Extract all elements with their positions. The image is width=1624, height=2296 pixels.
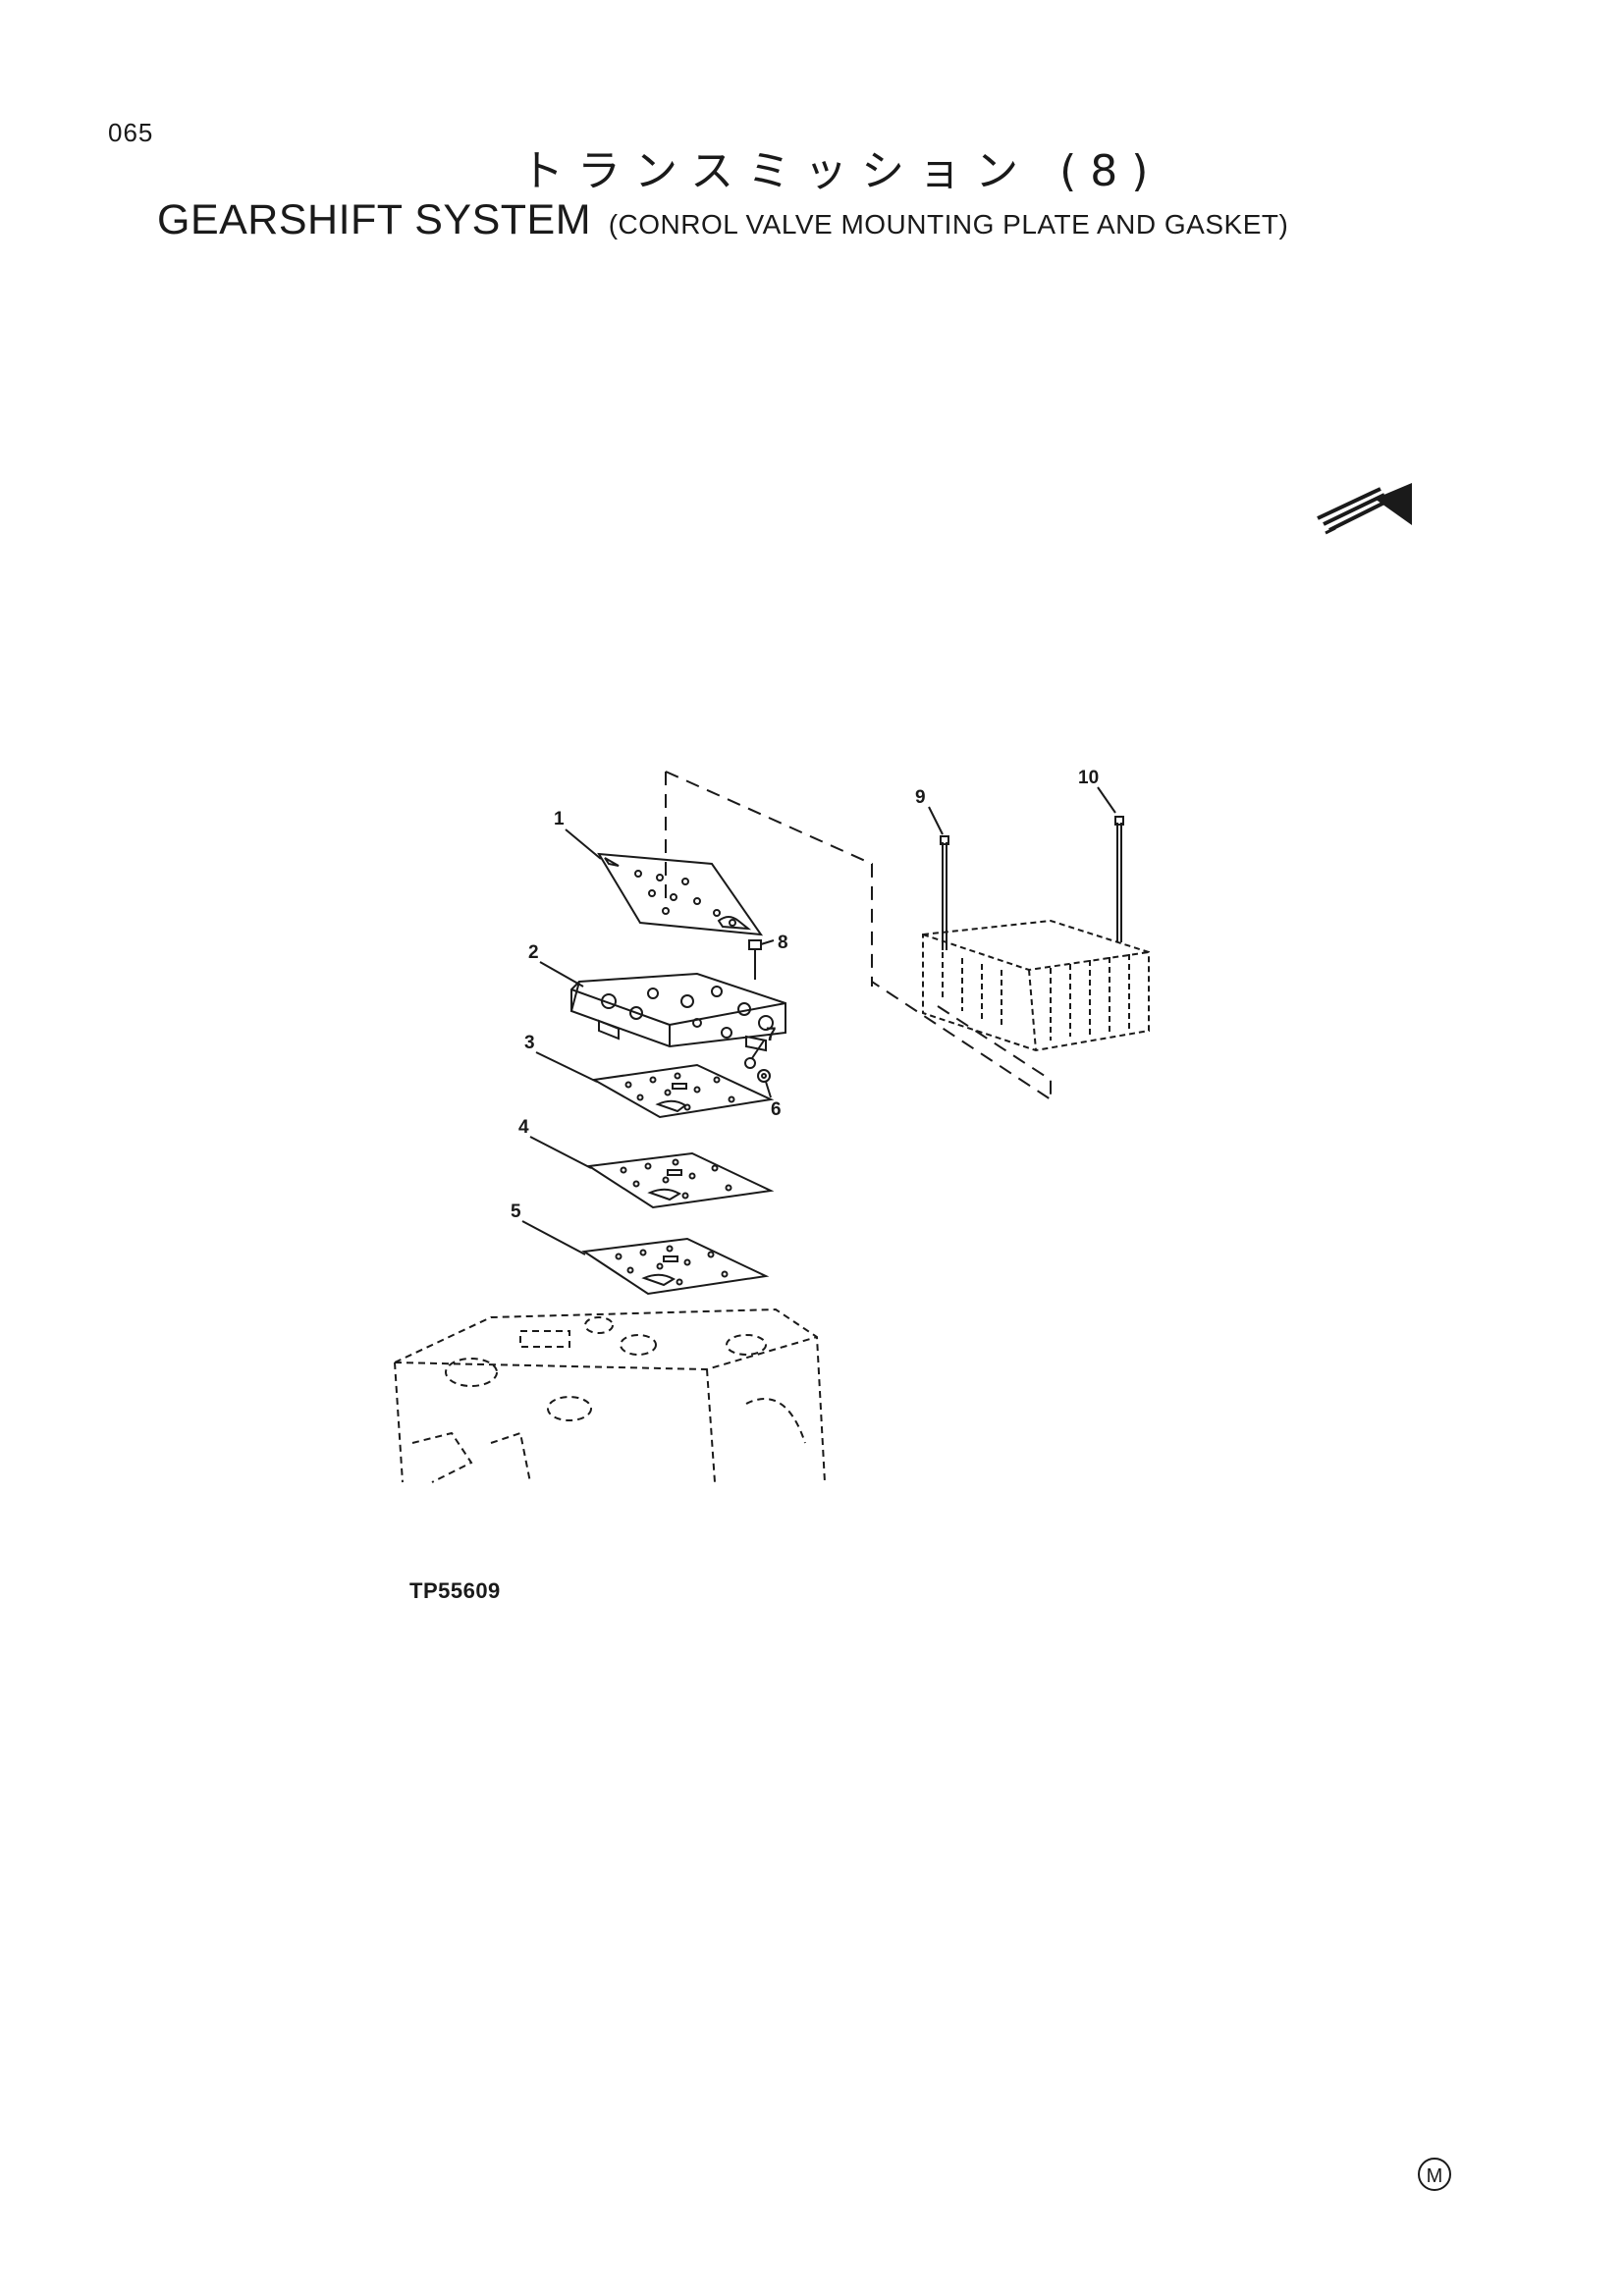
- title-english-sub: (CONROL VALVE MOUNTING PLATE AND GASKET): [608, 209, 1289, 240]
- callout-9: 9: [915, 787, 926, 808]
- part-8-bolt: [748, 939, 762, 980]
- figure-code: TP55609: [409, 1578, 501, 1603]
- transmission-case: [394, 1308, 826, 1483]
- part-4-plate: [586, 1151, 775, 1209]
- part-10-bolt: [1114, 816, 1124, 942]
- callout-10: 10: [1078, 768, 1099, 788]
- callout-labels: 1 2 3 4 5 6 7 8 9 10: [511, 768, 1099, 1222]
- callout-5: 5: [511, 1201, 521, 1222]
- part-6-washer: [757, 1069, 771, 1083]
- front-direction-arrow-icon: [1317, 483, 1412, 535]
- part-5-gasket: [581, 1237, 770, 1296]
- title-japanese: トランスミッション (8): [520, 146, 1163, 196]
- part-7-ring: [744, 1057, 756, 1069]
- callout-1: 1: [554, 809, 565, 829]
- part-1-plate: [597, 852, 764, 936]
- callout-8: 8: [778, 933, 788, 953]
- callout-2: 2: [528, 942, 539, 963]
- callout-7: 7: [766, 1025, 777, 1045]
- page-number: 065: [108, 118, 154, 147]
- control-valve-housing: [922, 919, 1150, 1052]
- circled-m-mark: M: [1418, 2158, 1451, 2191]
- part-2-valve-body: [569, 972, 786, 1052]
- callout-3: 3: [524, 1033, 535, 1053]
- assembly-dashed-line: [665, 771, 1052, 1100]
- title-english-main: GEARSHIFT SYSTEM: [157, 196, 592, 243]
- exploded-parts-diagram: 1 2 3 4 5 6 7 8 9 10: [394, 768, 1150, 1483]
- part-3-gasket: [590, 1063, 775, 1119]
- assembly-dashed-line-lower: [871, 982, 1052, 1099]
- callout-4: 4: [518, 1117, 529, 1138]
- title-english: GEARSHIFT SYSTEM (CONROL VALVE MOUNTING …: [157, 196, 1288, 244]
- callout-6: 6: [771, 1099, 782, 1120]
